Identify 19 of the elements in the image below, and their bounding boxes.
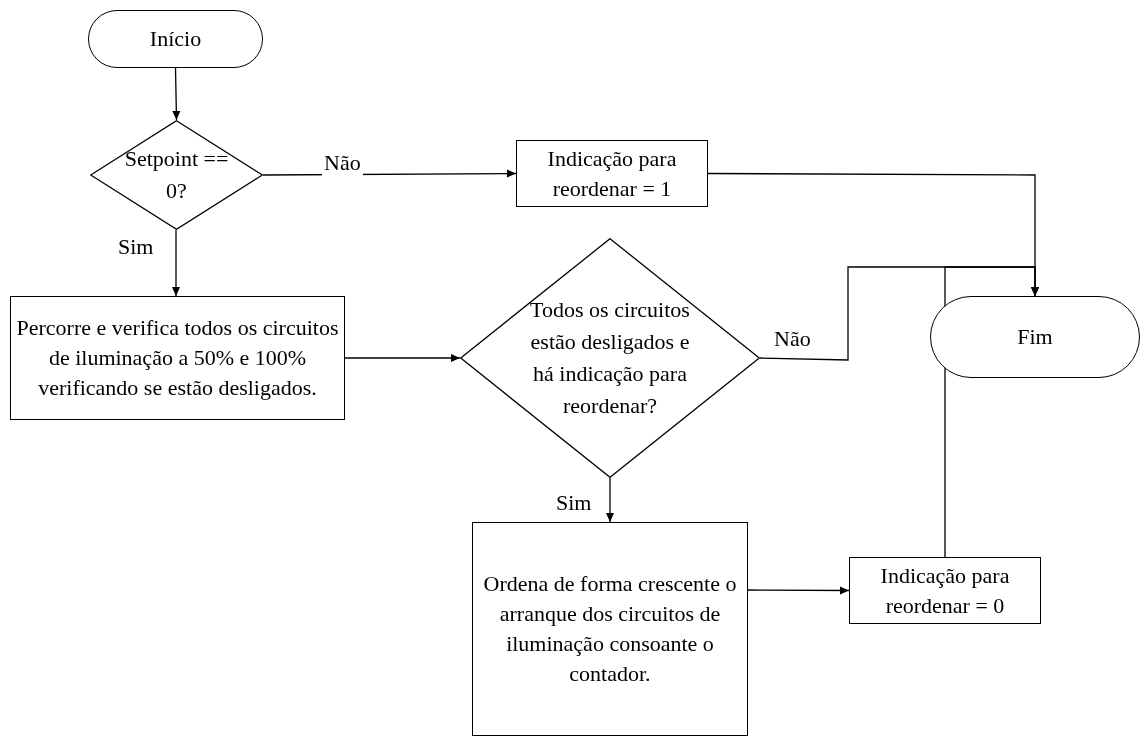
node-text: Percorre e verifica todos os circuitos de iluminação a 50% e 100% verificando se estão desligados. bbox=[15, 314, 340, 402]
arrow bbox=[172, 67, 181, 121]
process-box bbox=[849, 557, 1041, 624]
decision-diamond bbox=[460, 238, 760, 478]
arrow bbox=[172, 229, 180, 297]
process-box bbox=[516, 140, 708, 207]
node-text: Setpoint == 0? bbox=[123, 145, 230, 205]
arrow bbox=[747, 586, 850, 595]
node-text: Indicação para reordenar = 0 bbox=[879, 561, 1011, 620]
node-text: Ordena de forma crescente o arranque dos circuitos de iluminação consoante o contador. bbox=[482, 570, 738, 688]
node-text: Início bbox=[149, 25, 202, 53]
node-text: Indicação para reordenar = 1 bbox=[546, 144, 678, 203]
arrow bbox=[344, 354, 461, 362]
node-text: Todos os circuitos estão desligados e há indicação para reordenar? bbox=[530, 296, 690, 420]
process-box bbox=[472, 522, 748, 736]
process-box bbox=[10, 296, 345, 420]
node-text: Fim bbox=[1017, 323, 1053, 351]
arrow bbox=[606, 477, 614, 523]
decision-diamond bbox=[90, 120, 263, 230]
